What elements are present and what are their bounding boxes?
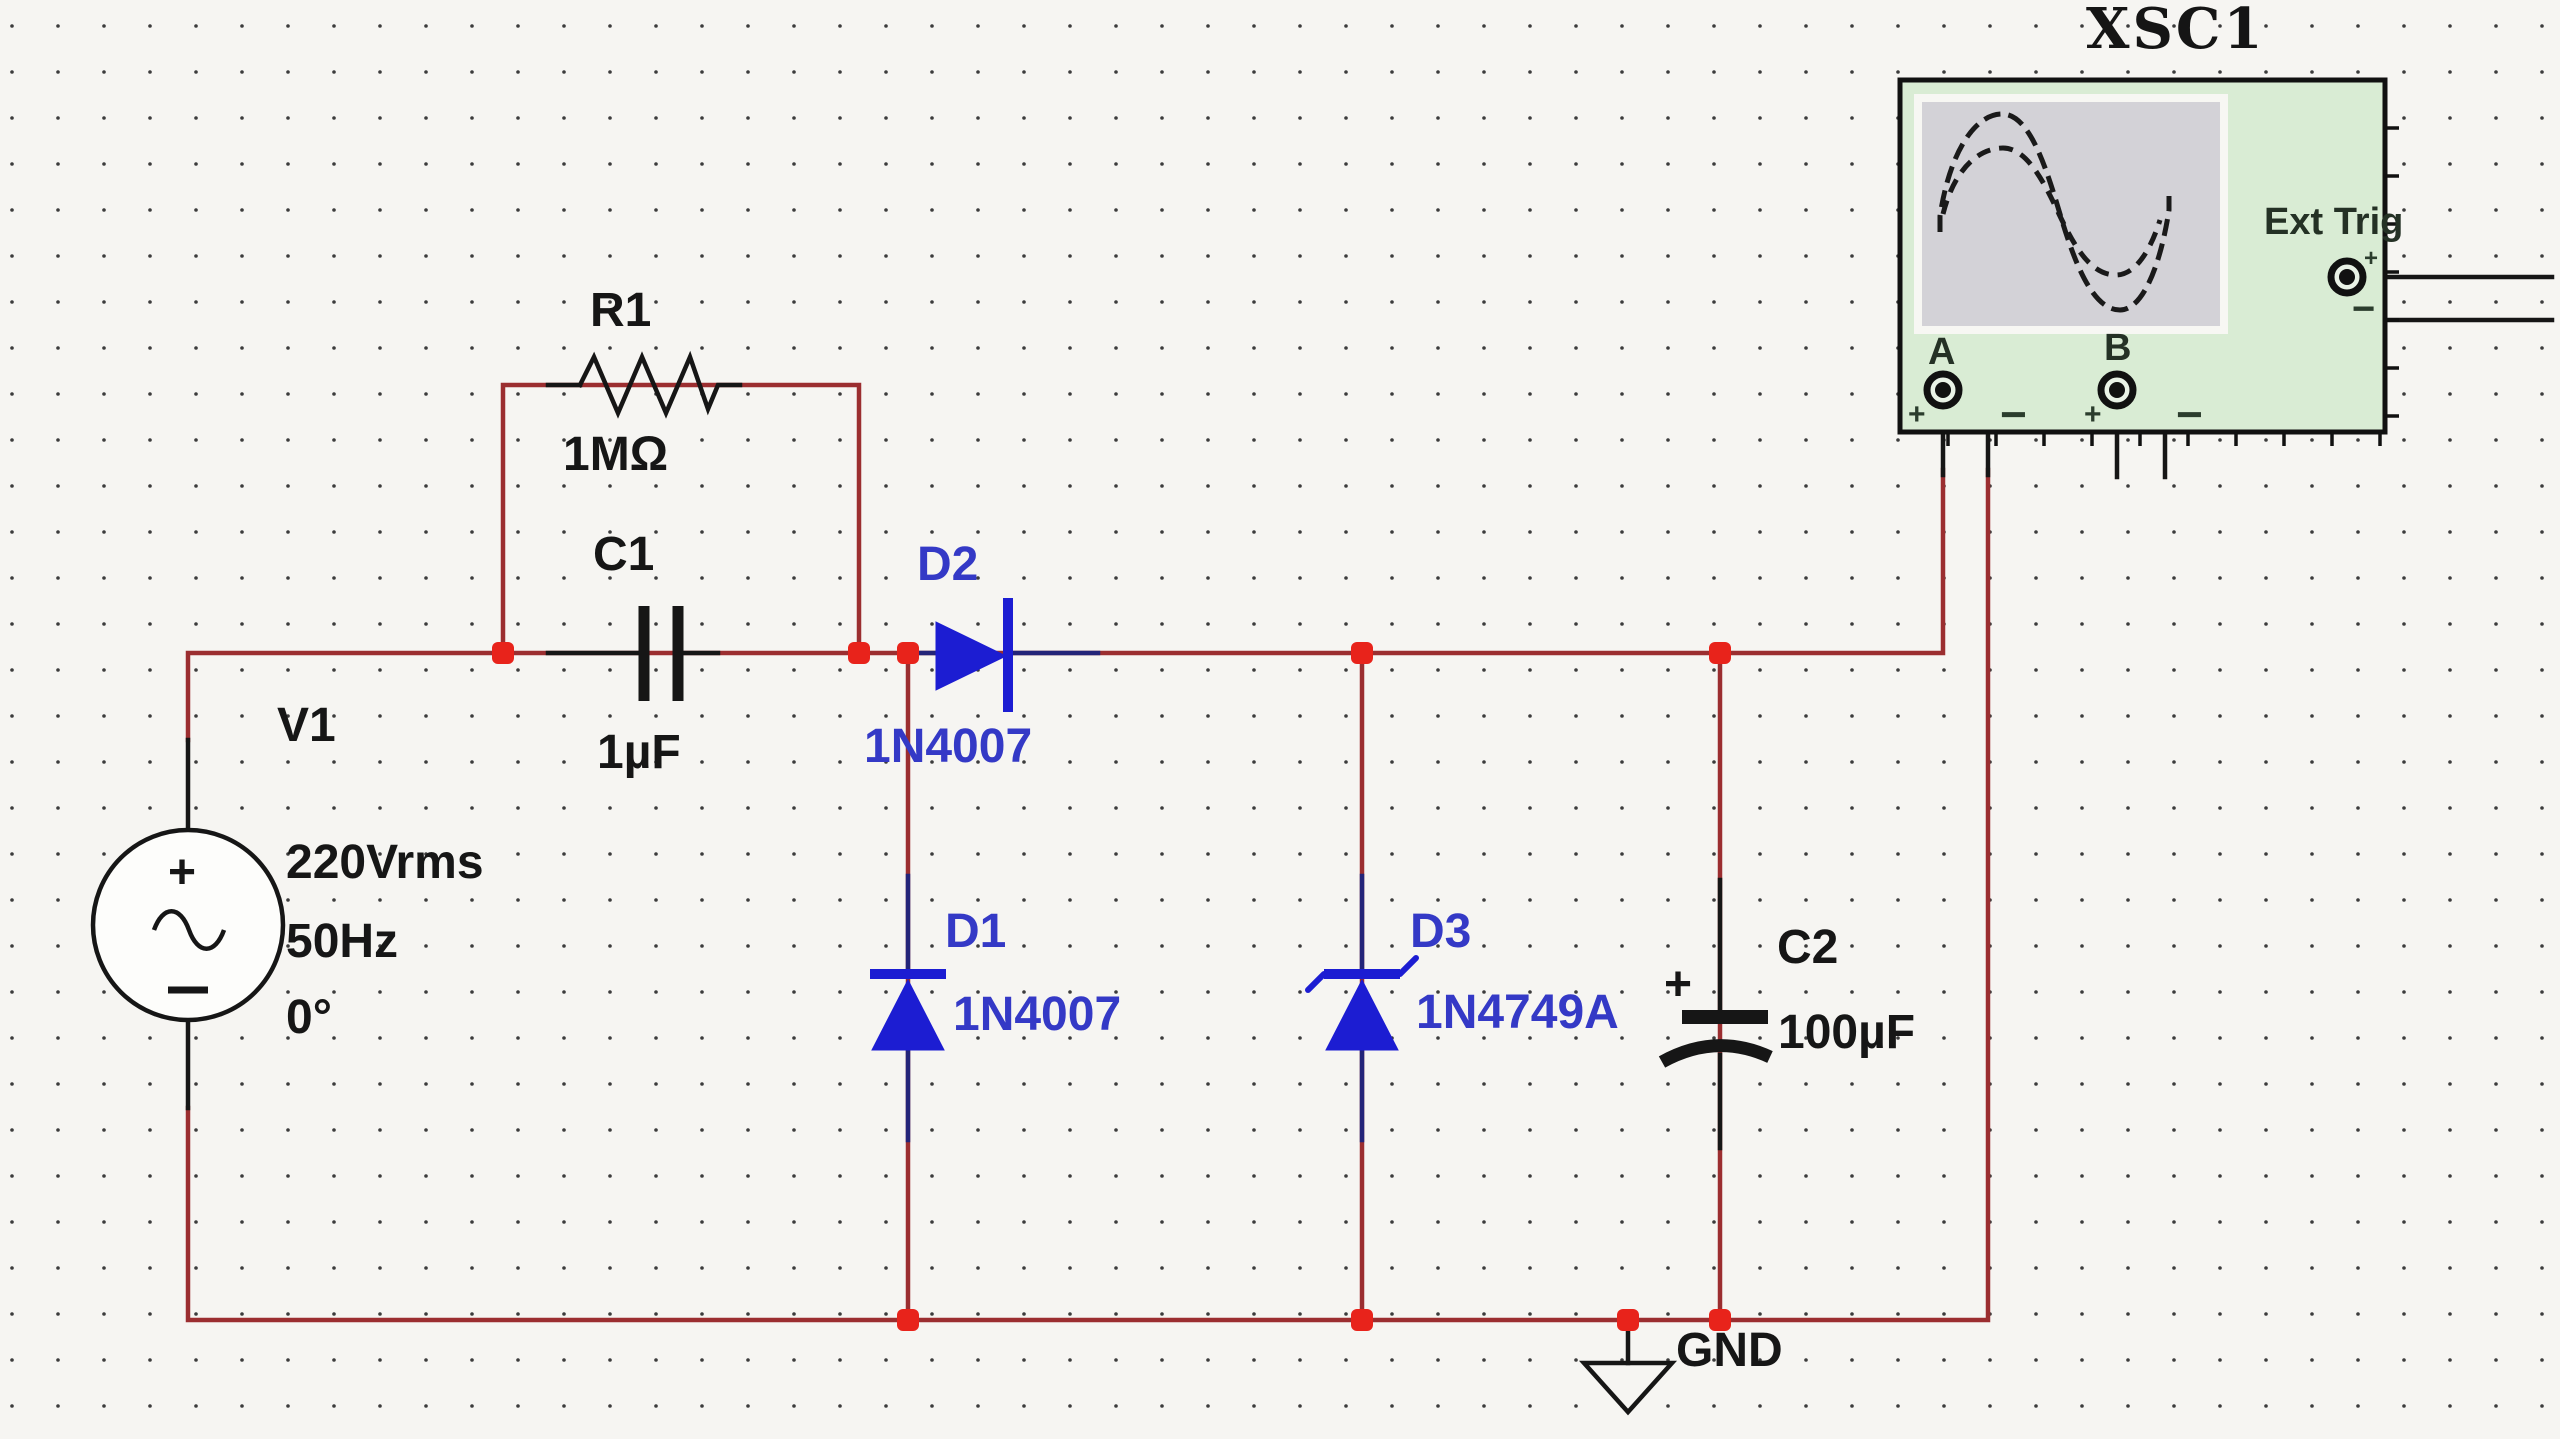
junction-dot: [1709, 642, 1731, 664]
v1-sine-icon: [151, 909, 227, 951]
r1-zigzag[interactable]: [576, 350, 743, 419]
scope-edge-ticks: [1946, 126, 2399, 446]
d1-value-label[interactable]: 1N4007: [953, 988, 1121, 1041]
junction-dot: [492, 642, 514, 664]
c1-value-label[interactable]: 1µF: [597, 726, 681, 779]
d1-ref-label[interactable]: D1: [945, 905, 1006, 958]
component-d1-diode[interactable]: D1 1N4007: [870, 873, 1121, 1143]
d1-triangle[interactable]: [871, 978, 945, 1051]
r1-ref-label[interactable]: R1: [590, 284, 651, 337]
scope-a-minus-mark: −: [2000, 388, 2027, 440]
scope-channel-b-label: B: [2104, 327, 2131, 369]
junction-dot: [1709, 1309, 1731, 1331]
junction-dot: [1351, 642, 1373, 664]
junction-dot: [897, 1309, 919, 1331]
gnd-label[interactable]: GND: [1676, 1324, 1783, 1377]
instrument-oscilloscope[interactable]: XSC1 Ext Trig A B + − + − + −: [1897, 0, 2555, 480]
scope-waveform-channel-b: [1940, 145, 2163, 278]
d3-zener-tick-left: [1305, 971, 1327, 993]
wire-top-rail[interactable]: [185, 467, 1946, 743]
d3-triangle[interactable]: [1325, 978, 1399, 1051]
component-c2-capacitor[interactable]: + C2 100µF: [1658, 877, 1915, 1151]
junction-dot: [1351, 1309, 1373, 1331]
junction-dots: [492, 642, 1731, 1331]
c2-polarity-mark: +: [1664, 958, 1692, 1011]
junction-dot: [1617, 1309, 1639, 1331]
v1-value-line3[interactable]: 0°: [286, 991, 332, 1044]
component-v1-ac-source[interactable]: + V1 220Vrms 50Hz 0°: [90, 699, 484, 1111]
scope-b-minus-mark: −: [2176, 388, 2203, 440]
scope-ref-label[interactable]: XSC1: [2086, 0, 2265, 62]
c2-negative-plate: [1658, 1039, 1773, 1068]
d3-value-label[interactable]: 1N4749A: [1416, 986, 1619, 1039]
scope-exttrig-plus-mark: +: [2364, 245, 2378, 272]
scope-terminal-exttrig[interactable]: [2327, 257, 2367, 297]
scope-screen: [1922, 102, 2220, 326]
v1-value-line2[interactable]: 50Hz: [286, 915, 398, 968]
component-d2-diode[interactable]: D2 1N4007: [864, 538, 1101, 773]
scope-terminal-a[interactable]: [1923, 370, 1963, 410]
c2-value-label[interactable]: 100µF: [1778, 1006, 1915, 1059]
v1-value-line1[interactable]: 220Vrms: [286, 836, 484, 889]
component-r1-resistor[interactable]: R1 1MΩ: [545, 284, 743, 481]
v1-ref-label[interactable]: V1: [277, 699, 336, 752]
c2-ref-label[interactable]: C2: [1777, 921, 1838, 974]
d2-value-label[interactable]: 1N4007: [864, 720, 1032, 773]
component-ground[interactable]: GND: [1578, 1317, 1783, 1416]
scope-b-plus-mark: +: [2084, 398, 2102, 431]
scope-exttrig-label: Ext Trig: [2264, 201, 2403, 243]
d2-ref-label[interactable]: D2: [917, 538, 978, 591]
junction-dot: [897, 642, 919, 664]
d3-ref-label[interactable]: D3: [1410, 905, 1471, 958]
scope-channel-a-label: A: [1928, 331, 1955, 373]
scope-exttrig-minus-mark: −: [2352, 287, 2375, 331]
scope-a-plus-mark: +: [1908, 398, 1926, 431]
wire-bottom-rail[interactable]: [185, 467, 1991, 1323]
component-c1-capacitor[interactable]: C1 1µF: [545, 528, 721, 779]
v1-plus-mark: +: [168, 846, 196, 899]
wires: [185, 382, 1991, 1323]
c1-ref-label[interactable]: C1: [593, 528, 654, 581]
wire-r1-loop[interactable]: [500, 382, 862, 656]
d2-triangle[interactable]: [935, 621, 1008, 691]
component-d3-zener-diode[interactable]: D3 1N4749A: [1305, 873, 1619, 1143]
junction-dot: [848, 642, 870, 664]
scope-terminal-b[interactable]: [2097, 370, 2137, 410]
gnd-triangle[interactable]: [1578, 1360, 1678, 1416]
d3-zener-tick-right: [1397, 955, 1419, 977]
r1-value-label[interactable]: 1MΩ: [563, 428, 668, 481]
